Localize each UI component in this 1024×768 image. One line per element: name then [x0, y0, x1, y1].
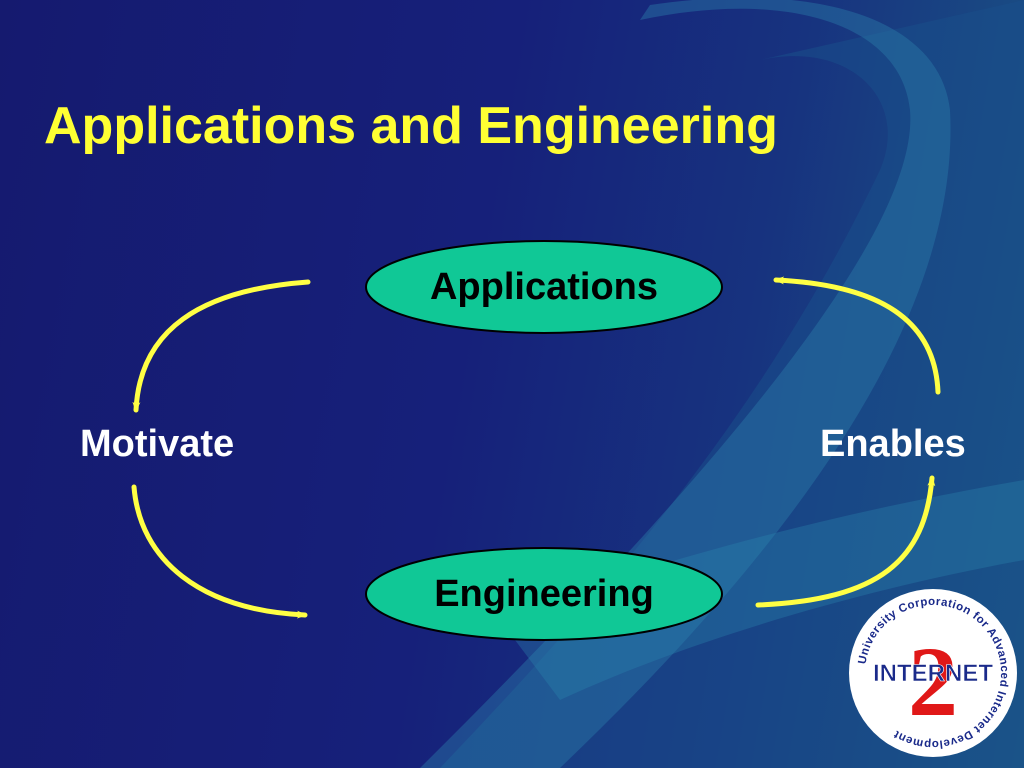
- logo-numeral: 2: [908, 626, 958, 737]
- arrow-applications-to-motivate: [132, 279, 311, 413]
- engineering-node-label: Engineering: [434, 573, 654, 615]
- slide-title: Applications and Engineering: [44, 97, 778, 155]
- arrow-engineering-to-enables: [755, 475, 936, 608]
- arrow-enables-to-applications: [773, 276, 941, 395]
- arrow-motivate-to-engineering: [131, 484, 308, 619]
- enables-label: Enables: [820, 423, 966, 465]
- internet2-logo-icon: University Corporation for Advanced Inte…: [849, 589, 1017, 757]
- engineering-node-shape: [365, 547, 723, 641]
- logo-center-text: INTERNET: [873, 660, 993, 687]
- motivate-label: Motivate: [80, 423, 235, 465]
- applications-node-shape: [365, 240, 723, 334]
- applications-node-label: Applications: [429, 266, 659, 308]
